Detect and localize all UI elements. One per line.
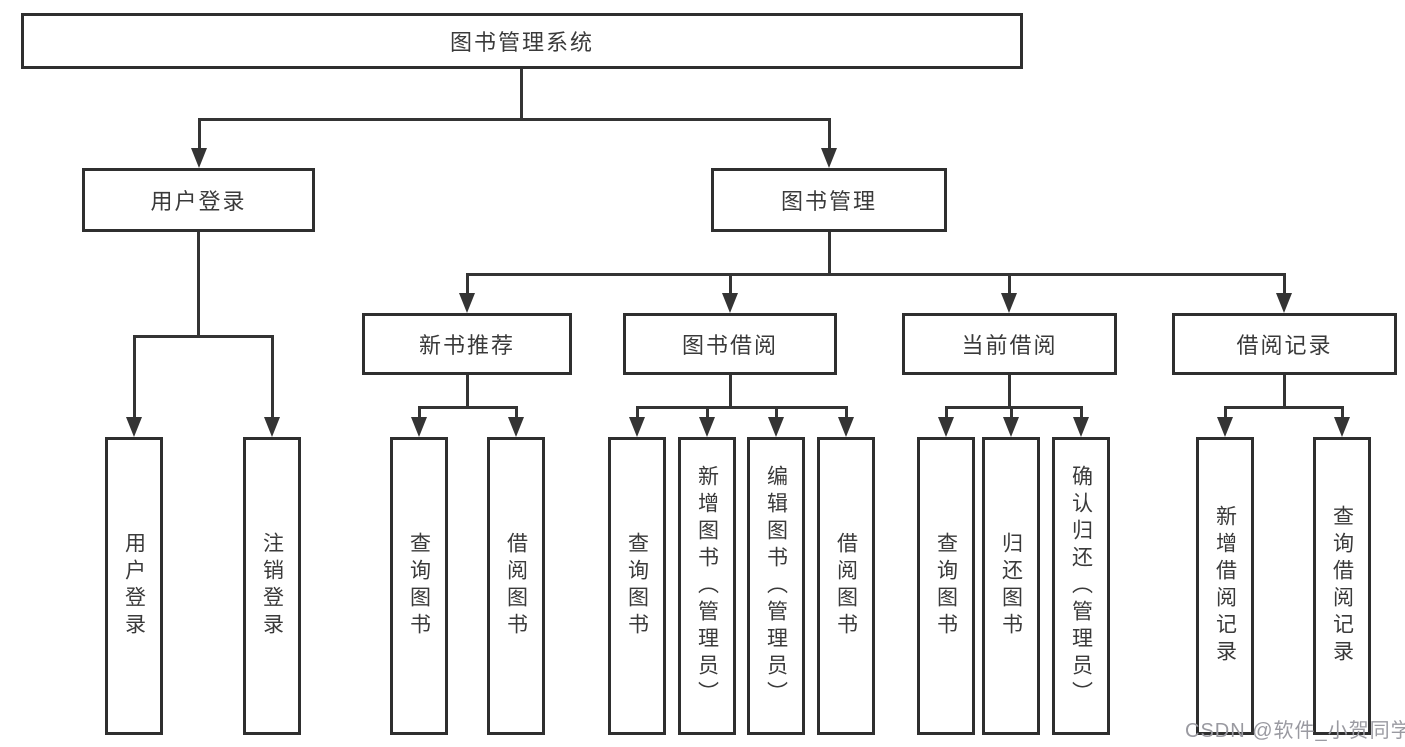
leaf-label: 用户登录 <box>122 532 146 640</box>
node-label: 当前借阅 <box>961 333 1058 358</box>
connector-line <box>515 406 518 419</box>
arrow-down-icon <box>629 417 645 437</box>
connector-line <box>845 406 848 419</box>
connector-line <box>1010 406 1013 419</box>
arrow-down-icon <box>1334 417 1350 437</box>
leaf-label: 借阅图书 <box>504 532 528 640</box>
node-library-management-system: 图书管理系统 <box>21 13 1023 69</box>
arrow-down-icon <box>938 417 954 437</box>
leaf-label: 查询借阅记录 <box>1330 505 1354 667</box>
node-label: 新书推荐 <box>418 333 515 358</box>
connector-line <box>198 118 830 121</box>
node-label: 借阅记录 <box>1236 333 1333 358</box>
connector-line <box>418 406 518 409</box>
connector-line <box>133 335 274 338</box>
arrow-down-icon <box>1003 417 1019 437</box>
connector-line <box>729 375 732 409</box>
leaf-label: 查询图书 <box>934 532 958 640</box>
connector-line <box>945 406 1083 409</box>
leaf-borrow-books-recommend: 借阅图书 <box>487 437 545 735</box>
connector-line <box>198 118 201 150</box>
connector-line <box>133 335 136 419</box>
node-current-borrowing: 当前借阅 <box>902 313 1117 375</box>
arrow-down-icon <box>508 417 524 437</box>
connector-line <box>828 118 831 150</box>
leaf-query-books-recommend: 查询图书 <box>390 437 448 735</box>
csdn-watermark: CSDN @软件_小贺同学 <box>1185 720 1405 742</box>
arrow-down-icon <box>1276 293 1292 313</box>
arrow-down-icon <box>459 293 475 313</box>
arrow-down-icon <box>1073 417 1089 437</box>
leaf-label: 确认归还（管理员） <box>1069 464 1093 708</box>
connector-line <box>520 69 523 121</box>
leaf-label: 借阅图书 <box>834 532 858 640</box>
leaf-label: 注销登录 <box>260 532 284 640</box>
connector-line <box>271 335 274 419</box>
node-new-book-recommendation: 新书推荐 <box>362 313 572 375</box>
node-borrowing-records: 借阅记录 <box>1172 313 1397 375</box>
arrow-down-icon <box>699 417 715 437</box>
arrow-down-icon <box>821 148 837 168</box>
leaf-user-login: 用户登录 <box>105 437 163 735</box>
leaf-label: 查询图书 <box>625 532 649 640</box>
arrow-down-icon <box>1001 293 1017 313</box>
connector-line <box>466 273 1286 276</box>
leaf-query-books-current: 查询图书 <box>917 437 975 735</box>
leaf-label: 归还图书 <box>999 532 1023 640</box>
leaf-confirm-return-admin: 确认归还（管理员） <box>1052 437 1110 735</box>
connector-line <box>1283 375 1286 409</box>
connector-line <box>418 406 421 419</box>
connector-line <box>1283 273 1286 295</box>
node-label: 图书管理系统 <box>449 30 594 55</box>
connector-line <box>1341 406 1344 419</box>
connector-line <box>466 375 469 409</box>
node-label: 图书借阅 <box>681 333 778 358</box>
connector-line <box>945 406 948 419</box>
leaf-return-books: 归还图书 <box>982 437 1040 735</box>
connector-line <box>1080 406 1083 419</box>
node-book-borrowing: 图书借阅 <box>623 313 837 375</box>
node-user-login: 用户登录 <box>82 168 315 232</box>
node-label: 图书管理 <box>780 189 877 214</box>
leaf-label: 编辑图书（管理员） <box>764 464 788 708</box>
arrow-down-icon <box>126 417 142 437</box>
arrow-down-icon <box>191 148 207 168</box>
connector-line <box>1008 273 1011 295</box>
connector-line <box>1008 375 1011 409</box>
connector-line <box>636 406 639 419</box>
arrow-down-icon <box>768 417 784 437</box>
connector-line <box>1224 406 1344 409</box>
leaf-borrow-books-borrowing: 借阅图书 <box>817 437 875 735</box>
connector-line <box>775 406 778 419</box>
leaf-label: 新增借阅记录 <box>1213 505 1237 667</box>
node-label: 用户登录 <box>150 189 247 214</box>
connector-line <box>706 406 709 419</box>
connector-line <box>636 406 848 409</box>
leaf-add-books-admin: 新增图书（管理员） <box>678 437 736 735</box>
leaf-add-borrow-record: 新增借阅记录 <box>1196 437 1254 735</box>
leaf-edit-books-admin: 编辑图书（管理员） <box>747 437 805 735</box>
connector-line <box>729 273 732 295</box>
leaf-query-borrow-record: 查询借阅记录 <box>1313 437 1371 735</box>
connector-line <box>828 232 831 276</box>
arrow-down-icon <box>1217 417 1233 437</box>
arrow-down-icon <box>264 417 280 437</box>
leaf-label: 新增图书（管理员） <box>695 464 719 708</box>
leaf-label: 查询图书 <box>407 532 431 640</box>
connector-line <box>197 232 200 338</box>
node-book-management: 图书管理 <box>711 168 947 232</box>
arrow-down-icon <box>838 417 854 437</box>
leaf-logout: 注销登录 <box>243 437 301 735</box>
connector-line <box>466 273 469 295</box>
arrow-down-icon <box>722 293 738 313</box>
arrow-down-icon <box>411 417 427 437</box>
leaf-query-books-borrowing: 查询图书 <box>608 437 666 735</box>
connector-line <box>1224 406 1227 419</box>
